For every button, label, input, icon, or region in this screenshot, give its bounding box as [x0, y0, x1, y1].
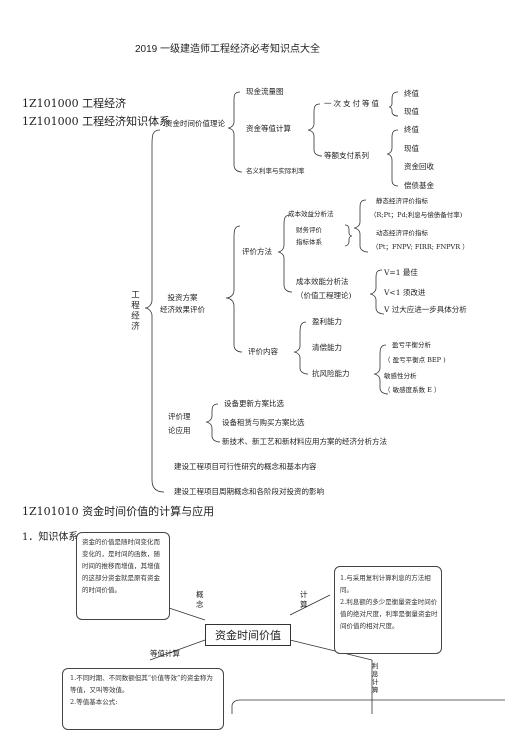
- node-solvency: 清偿能力: [312, 343, 342, 352]
- node-new-tech: 新技术、新工艺和新材料应用方案的经济分析方法: [222, 437, 387, 446]
- node-dynamic-detail: （Pt；FNPV; FIRR; FNPVR ）: [372, 243, 469, 251]
- node-v-large: V 过大应进一步具体分析: [384, 305, 467, 314]
- label-interest: 利 息 计 算: [372, 662, 379, 694]
- node-rates: 名义利率与实际利率: [246, 167, 305, 175]
- node-capital-recovery: 资金回收: [404, 162, 434, 171]
- node-fin-eval: 财务评价 指标体系: [296, 226, 322, 246]
- label-calc: 计 算: [300, 590, 308, 609]
- node-s-final: 终值: [404, 125, 419, 134]
- label-concept: 概 念: [196, 590, 204, 609]
- node-sinking-fund: 偿债基金: [404, 181, 434, 190]
- equiv-text: 1.不同时期、不同数额但其“价值等效”的资金称为等值，又叫等效值。 2.等值基本…: [70, 674, 213, 706]
- node-eval-method: 评价方法: [242, 247, 272, 256]
- node-sensitivity: 敏感性分析: [384, 372, 417, 380]
- heading-engineering-economy: 1Z101000 工程经济: [22, 97, 127, 110]
- node-dynamic-index: 动态经济评价指标: [376, 229, 428, 237]
- section-heading: 1Z101010 资金时间价值的计算与应用: [22, 505, 215, 518]
- node-time-value: 资金时间价值理论: [165, 119, 225, 128]
- node-cost-benefit: 成本效益分析法: [288, 210, 334, 218]
- node-eval-application: 评价理 论应用: [168, 412, 191, 435]
- sub-heading: 1．知识体系: [22, 532, 79, 543]
- node-feasibility: 建设工程项目可行性研究的概念和基本内容: [174, 462, 317, 471]
- document-title: 2019 一级建造师工程经济必考知识点大全: [135, 44, 321, 55]
- node-once-pay: 一次支付等值: [324, 99, 381, 108]
- node-cost-analysis: 成本效能分析法: [296, 277, 349, 286]
- center-node: 资金时间价值: [205, 624, 291, 646]
- node-profitability: 盈利能力: [312, 317, 342, 326]
- label-equiv: 等值计算: [150, 649, 180, 658]
- node-v-equal-1: V=1 最佳: [384, 268, 418, 277]
- concept-box: [76, 532, 170, 620]
- node-equip-lease: 设备租赁与购买方案比选: [222, 418, 305, 427]
- heading-knowledge-system: 1Z101000 工程经济知识体系: [22, 115, 171, 128]
- node-cash-flow: 现金流量图: [246, 87, 284, 96]
- node-equip-update: 设备更新方案比选: [224, 399, 284, 408]
- node-series: 等额支付系列: [324, 151, 369, 160]
- node-s-present: 现值: [404, 144, 419, 153]
- node-static-index: 静态经济评价指标: [376, 197, 428, 205]
- node-invest-eval: 投资方案 经济效果评价: [160, 293, 205, 314]
- tree-root: 工程经济: [129, 290, 140, 332]
- node-breakeven: 盈亏平衡分析: [392, 341, 431, 349]
- node-equiv-calc: 资金等值计算: [246, 124, 291, 133]
- node-static-detail: （R;Pt；Pd;利息与偿债备付率): [370, 211, 463, 219]
- node-eval-content: 评价内容: [248, 347, 278, 356]
- node-final: 终值: [404, 89, 419, 98]
- node-sensitivity-coef: （ 敏感度系数 E ）: [384, 386, 441, 394]
- calc-text: 1.与采用复利计算利息的方法相同。 2.利息额的多少是衡量资金时间价值的绝对尺度…: [340, 574, 438, 630]
- node-risk-resistance: 抗风险能力: [312, 369, 350, 378]
- node-lifecycle: 建设工程项目周期概念和各阶段对投资的影响: [174, 487, 324, 496]
- node-bep: （ 盈亏平衡点 BEP ): [384, 356, 446, 364]
- node-value-engineering: （价值工程理论): [296, 291, 352, 300]
- concept-text: 资金的价值是随时间变化而变化的，是时间的函数，随时间的推移而增值，其增值的这部分…: [82, 538, 160, 594]
- calc-box: [334, 566, 442, 654]
- node-v-less-1: V<1 须改进: [384, 288, 426, 297]
- node-present: 现值: [404, 107, 419, 116]
